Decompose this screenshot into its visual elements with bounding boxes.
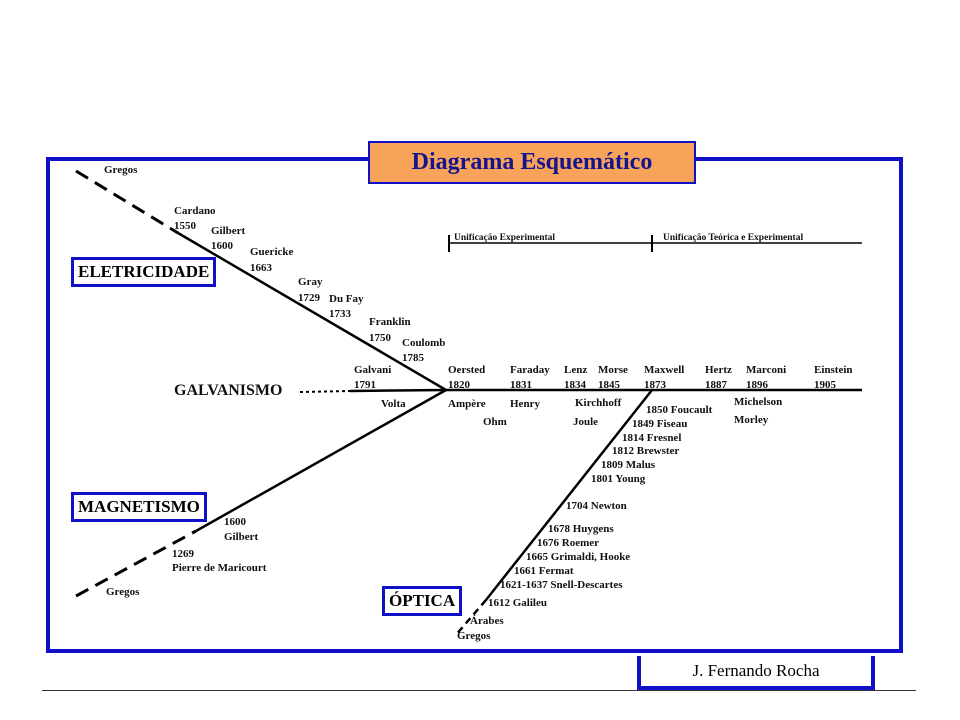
gray-year: 1729 xyxy=(298,292,320,304)
diagram-title: Diagrama Esquemático xyxy=(368,141,696,184)
fermat-label: 1661 Fermat xyxy=(514,565,574,577)
magnetism-dashed-line xyxy=(75,529,197,598)
galvani-year: 1791 xyxy=(354,379,376,391)
henry-label: Henry xyxy=(510,398,540,410)
gilbert-label: Gilbert xyxy=(211,225,246,237)
coulomb-year: 1785 xyxy=(402,352,424,364)
category-optica: ÓPTICA xyxy=(382,586,463,616)
maricourt-label: Pierre de Maricourt xyxy=(172,562,267,574)
galileu-label: 1612 Galileu xyxy=(488,597,547,609)
young-label: 1801 Young xyxy=(591,473,646,485)
malus-label: 1809 Malus xyxy=(601,459,656,471)
unification-theoretical-label: Unificação Teórica e Experimental xyxy=(663,233,804,243)
kirchhoff-label: Kirchhoff xyxy=(575,397,622,409)
maricourt-year: 1269 xyxy=(172,548,194,560)
category-eletricidade: ELETRICIDADE xyxy=(71,257,217,287)
electricity-dashed-line xyxy=(75,169,179,235)
unification-experimental-label: Unificação Experimental xyxy=(454,233,556,243)
optics-line xyxy=(485,389,653,601)
gregos-electricity-label: Gregos xyxy=(104,164,138,176)
maxwell-year: 1873 xyxy=(644,379,666,391)
huygens-label: 1678 Huygens xyxy=(548,523,614,535)
lenz-year: 1834 xyxy=(564,379,586,391)
snell-label: 1621-1637 Snell-Descartes xyxy=(500,579,623,591)
joule-label: Joule xyxy=(573,416,599,428)
maxwell-label: Maxwell xyxy=(644,364,685,376)
einstein-year: 1905 xyxy=(814,379,836,391)
einstein-label: Einstein xyxy=(814,364,853,376)
hertz-label: Hertz xyxy=(705,364,732,376)
optics-dashed-line xyxy=(454,599,487,637)
ohm-label: Ohm xyxy=(483,416,507,428)
morse-year: 1845 xyxy=(598,379,620,391)
michelson-label: Michelson xyxy=(734,396,783,408)
marconi-label: Marconi xyxy=(746,364,787,376)
galvani-label: Galvani xyxy=(354,364,392,376)
faraday-label: Faraday xyxy=(510,364,550,376)
cardano-year: 1550 xyxy=(174,220,196,232)
lenz-label: Lenz xyxy=(564,364,588,376)
cardano-label: Cardano xyxy=(174,205,216,217)
newton-label: 1704 Newton xyxy=(566,500,627,512)
faraday-year: 1831 xyxy=(510,379,532,391)
bottom-rule xyxy=(42,690,916,691)
gilbert-magnetism-year: 1600 xyxy=(224,516,246,528)
ampere-label: Ampère xyxy=(448,398,486,410)
foucault-label: 1850 Foucault xyxy=(646,404,713,416)
category-magnetismo: MAGNETISMO xyxy=(71,492,207,522)
brewster-label: 1812 Brewster xyxy=(612,445,680,457)
gregos-magnetism-label: Gregos xyxy=(106,586,140,598)
marconi-year: 1896 xyxy=(746,379,768,391)
hertz-year: 1887 xyxy=(705,379,727,391)
guericke-year: 1663 xyxy=(250,262,272,274)
franklin-year: 1750 xyxy=(369,332,391,344)
gregos-optics-label: Gregos xyxy=(457,630,491,642)
coulomb-label: Coulomb xyxy=(402,337,446,349)
grimaldi-label: 1665 Grimaldi, Hooke xyxy=(526,551,631,563)
oersted-year: 1820 xyxy=(448,379,470,391)
electricity-line xyxy=(177,231,447,392)
gilbert-year: 1600 xyxy=(211,240,233,252)
gilbert-magnetism-label: Gilbert xyxy=(224,531,259,543)
dufay-year: 1733 xyxy=(329,308,351,320)
gray-label: Gray xyxy=(298,276,323,288)
morley-label: Morley xyxy=(734,414,769,426)
galvanism-dashed-line xyxy=(299,390,351,393)
category-galvanismo: GALVANISMO xyxy=(174,382,283,399)
guericke-label: Guericke xyxy=(250,246,294,258)
oersted-label: Oersted xyxy=(448,364,486,376)
arabes-label: Árabes xyxy=(470,615,504,627)
magnetism-line xyxy=(195,388,447,533)
fresnel-label: 1814 Fresnel xyxy=(622,432,682,444)
author-box: J. Fernando Rocha xyxy=(637,656,875,690)
morse-label: Morse xyxy=(598,364,628,376)
galvanism-line xyxy=(349,388,447,393)
dufay-label: Du Fay xyxy=(329,293,364,305)
roemer-label: 1676 Roemer xyxy=(537,537,600,549)
franklin-label: Franklin xyxy=(369,316,411,328)
volta-label: Volta xyxy=(381,398,406,410)
fiseau-label: 1849 Fiseau xyxy=(632,418,688,430)
